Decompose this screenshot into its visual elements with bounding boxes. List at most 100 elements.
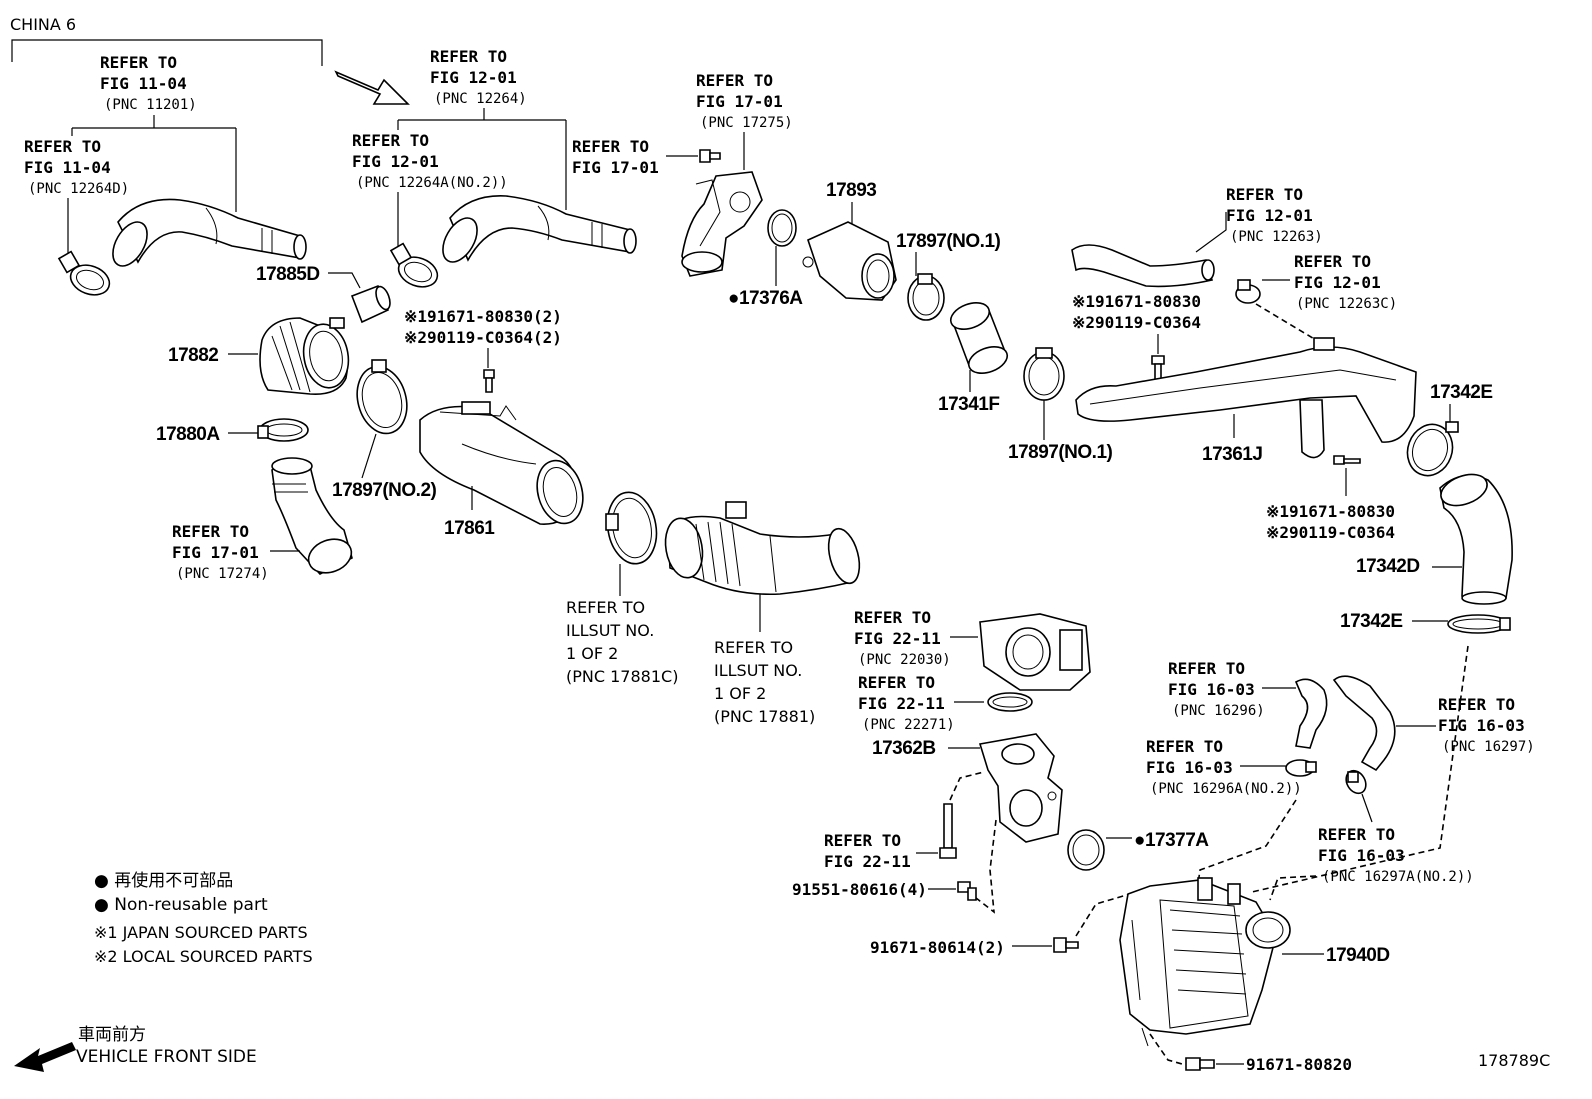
svg-text:FIG 16-03: FIG 16-03: [1438, 716, 1525, 735]
clamp-16297a: [1345, 769, 1367, 795]
intercooler-pipe-17361j: [1075, 337, 1417, 459]
clamp-17342e-top: [1406, 421, 1459, 477]
part-17882: 17882: [168, 345, 218, 366]
bolt-japan-local-b: ※191671-80830 ※290119-C0364: [1072, 292, 1201, 332]
bolt-icon-c: [1333, 455, 1361, 465]
ref-fig-22-11-pnc-22271: REFER TO FIG 22-11 (PNC 22271): [858, 673, 955, 733]
svg-text:ILLSUT NO.: ILLSUT NO.: [566, 621, 654, 640]
svg-text:※191671-80830: ※191671-80830: [1072, 292, 1201, 311]
part-17342d: 17342D: [1356, 556, 1420, 577]
air-hose-left: [112, 198, 307, 267]
bolt-japan-local-a: ※191671-80830(2) ※290119-C0364(2): [404, 307, 562, 347]
svg-text:REFER TO: REFER TO: [1318, 825, 1395, 844]
front-arrow-icon: [14, 1042, 76, 1072]
gasket-22271: [987, 692, 1033, 712]
front-label-cn: 車両前方: [78, 1025, 146, 1045]
gasket-17377a: [1067, 829, 1105, 871]
clamp-17897-no1-b: [1023, 347, 1065, 401]
svg-text:REFER TO: REFER TO: [1168, 659, 1245, 678]
svg-text:(PNC 17275): (PNC 17275): [700, 115, 793, 131]
clamp-16296a: [1285, 759, 1317, 777]
elbow-17274: [271, 457, 353, 575]
svg-text:(PNC 22271): (PNC 22271): [862, 717, 955, 733]
part-17377a: ●17377A: [1134, 830, 1209, 851]
svg-text:※290119-C0364: ※290119-C0364: [1072, 313, 1201, 332]
svg-text:FIG 11-04: FIG 11-04: [100, 74, 187, 93]
ref-fig-17-01-plain: REFER TO FIG 17-01: [572, 137, 659, 177]
svg-text:REFER TO: REFER TO: [858, 673, 935, 692]
hose-clamp-12264d: [57, 250, 111, 296]
svg-text:(PNC 17881C): (PNC 17881C): [566, 667, 678, 686]
ref-fig-17-01-pnc-17275: REFER TO FIG 17-01 (PNC 17275): [696, 71, 793, 131]
legend-japan-sourced: ※1 JAPAN SOURCED PARTS: [94, 923, 308, 942]
part-17940d: 17940D: [1326, 945, 1390, 966]
svg-text:(PNC 12263): (PNC 12263): [1230, 229, 1323, 245]
svg-text:FIG 16-03: FIG 16-03: [1146, 758, 1233, 777]
part-17861: 17861: [444, 518, 495, 539]
ref-fig-12-01-pnc-12263: REFER TO FIG 12-01 (PNC 12263): [1226, 185, 1323, 245]
air-duct-17861: [419, 401, 584, 525]
part-17880a: 17880A: [156, 424, 220, 445]
svg-text:REFER TO: REFER TO: [854, 608, 931, 627]
part-17897-no2: 17897(NO.2): [332, 480, 437, 501]
svg-text:FIG 12-01: FIG 12-01: [352, 152, 439, 171]
svg-text:FIG 12-01: FIG 12-01: [1226, 206, 1313, 225]
svg-text:(PNC 17274): (PNC 17274): [176, 566, 269, 582]
air-cleaner-hose-17881: [664, 501, 861, 596]
part-17342e-bottom: 17342E: [1340, 611, 1403, 632]
legend-local-sourced: ※2 LOCAL SOURCED PARTS: [94, 947, 313, 966]
clamp-12263c: [1235, 279, 1261, 304]
svg-text:REFER TO: REFER TO: [1438, 695, 1515, 714]
svg-text:REFER TO: REFER TO: [1146, 737, 1223, 756]
leader-bracket-2: [397, 108, 567, 210]
throttle-body-22030: [979, 613, 1091, 691]
region-label: CHINA 6: [10, 15, 76, 34]
part-17361j: 17361J: [1202, 444, 1262, 465]
svg-text:ILLSUT NO.: ILLSUT NO.: [714, 661, 802, 680]
svg-text:REFER TO: REFER TO: [566, 598, 645, 617]
svg-text:REFER TO: REFER TO: [352, 131, 429, 150]
ref-fig-12-01-pnc-12264a: REFER TO FIG 12-01 (PNC 12264A(NO.2)): [352, 131, 508, 191]
ref-fig-16-03-pnc-16296a: REFER TO FIG 16-03 (PNC 16296A(NO.2)): [1146, 737, 1302, 797]
clamp-17881c: [605, 491, 658, 565]
ref-illsut-pnc-17881: REFER TO ILLSUT NO. 1 OF 2 (PNC 17881): [714, 638, 815, 726]
legend-non-reusable-en: ● Non-reusable part: [94, 895, 268, 915]
front-label-en: VEHICLE FRONT SIDE: [76, 1047, 257, 1067]
bolt-91671-80614: 91671-80614(2): [870, 938, 1005, 957]
svg-text:(PNC 12264D): (PNC 12264D): [28, 181, 129, 197]
bolt-icon-f: [1185, 1057, 1215, 1071]
bolt-icon-17275: [699, 149, 721, 163]
gasket-17376a: [767, 209, 797, 247]
bolt-91671-80820: 91671-80820: [1246, 1055, 1352, 1074]
ref-fig-16-03-pnc-16297: REFER TO FIG 16-03 (PNC 16297): [1438, 695, 1535, 755]
svg-text:REFER TO: REFER TO: [172, 522, 249, 541]
ref-fig-11-04-pnc-11201: REFER TO FIG 11-04 (PNC 11201): [100, 53, 197, 113]
hose-12263: [1071, 244, 1215, 288]
bolt-icon-a: [483, 369, 495, 393]
elbow-17275: [681, 171, 763, 277]
svg-text:1 OF 2: 1 OF 2: [566, 644, 618, 663]
bolt-91551-80616: 91551-80616(4): [792, 880, 927, 899]
part-17897-no1-b: 17897(NO.1): [1008, 442, 1113, 463]
ref-fig-16-03-pnc-16297a: REFER TO FIG 16-03 (PNC 16297A(NO.2)): [1318, 825, 1474, 885]
clamp-17342e-bottom: [1447, 614, 1511, 634]
ref-fig-22-11-pnc-22030: REFER TO FIG 22-11 (PNC 22030): [854, 608, 951, 668]
elbow-17882: [259, 317, 350, 395]
ref-fig-12-01-pnc-12264: REFER TO FIG 12-01 (PNC 12264): [430, 47, 527, 107]
svg-text:(PNC 16297): (PNC 16297): [1442, 739, 1535, 755]
ref-illsut-pnc-17881c: REFER TO ILLSUT NO. 1 OF 2 (PNC 17881C): [566, 598, 678, 686]
part-17885d: 17885D: [256, 264, 320, 285]
svg-text:(PNC 16296A(NO.2)): (PNC 16296A(NO.2)): [1150, 781, 1302, 797]
svg-text:(PNC 16296): (PNC 16296): [1172, 703, 1265, 719]
svg-text:(PNC 11201): (PNC 11201): [104, 97, 197, 113]
intercooler-17940d: [1119, 877, 1291, 1047]
svg-text:REFER TO: REFER TO: [1226, 185, 1303, 204]
svg-text:FIG 17-01: FIG 17-01: [172, 543, 259, 562]
ref-fig-11-04-pnc-12264d: REFER TO FIG 11-04 (PNC 12264D): [24, 137, 129, 197]
ref-fig-22-11-plain: REFER TO FIG 22-11: [824, 831, 911, 871]
svg-text:※191671-80830: ※191671-80830: [1266, 502, 1395, 521]
svg-text:REFER TO: REFER TO: [572, 137, 649, 156]
part-17341f: 17341F: [938, 394, 999, 415]
hose-16296: [1294, 678, 1328, 749]
